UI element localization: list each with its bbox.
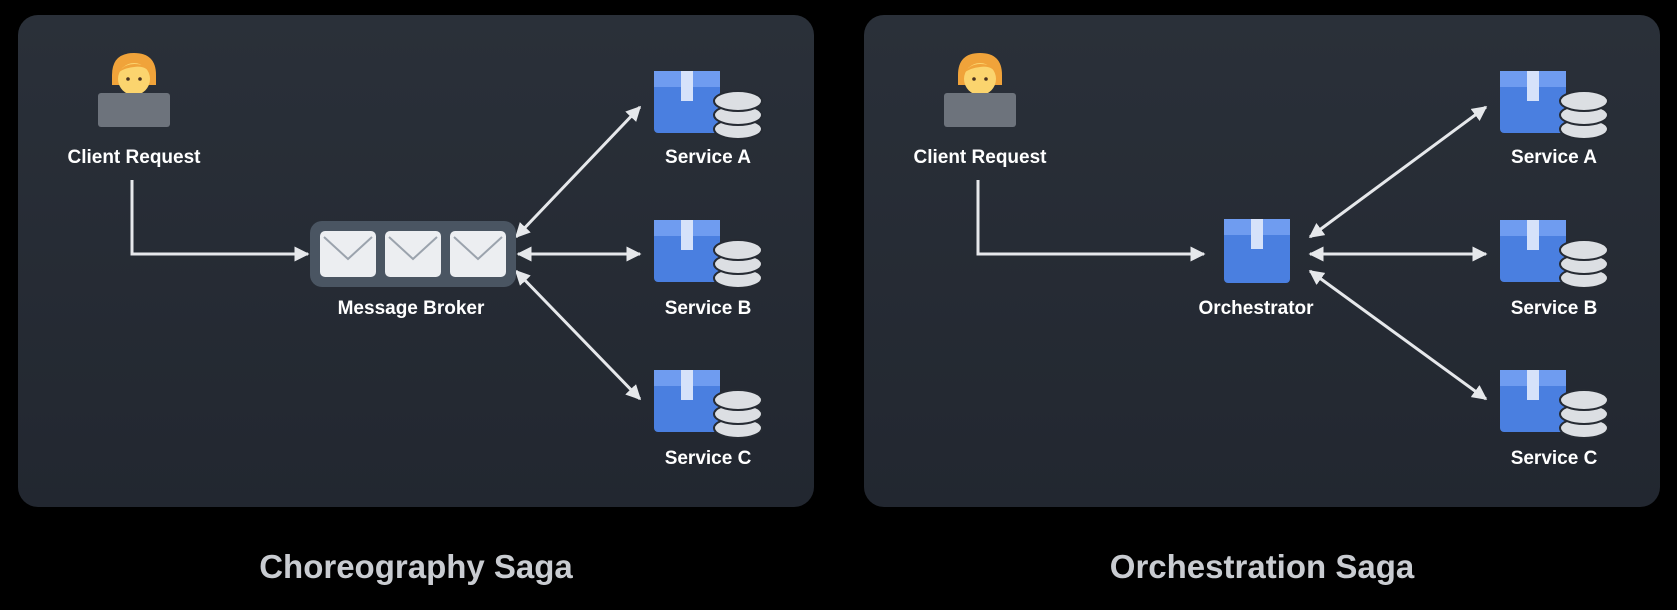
client-request-label: Client Request	[67, 147, 201, 168]
message-broker	[310, 221, 516, 287]
service-c-box-database-icon	[1498, 368, 1610, 440]
service-a-box-database-icon	[652, 69, 764, 141]
service-b-label: Service B	[664, 298, 752, 319]
service-b-box-database-icon	[652, 218, 764, 290]
envelope-icon	[450, 231, 506, 277]
orchestration-arrows	[976, 105, 1488, 401]
client-person-laptop-icon	[942, 51, 1018, 129]
orchestration-saga-caption: Orchestration Saga	[1109, 548, 1415, 585]
envelope-icon	[385, 231, 441, 277]
service-a-label: Service A	[665, 147, 751, 168]
broker-service-a-arrow	[514, 105, 642, 239]
client-request-label: Client Request	[913, 147, 1047, 168]
orchestrator-label: Orchestrator	[1198, 298, 1314, 319]
service-a-box-database-icon	[1498, 69, 1610, 141]
broker-service-c-arrow	[514, 269, 642, 401]
service-b-label: Service B	[1510, 298, 1598, 319]
orchestrator-service-c-arrow	[1308, 269, 1488, 401]
client-to-orchestrator-arrow	[976, 180, 1206, 262]
service-a-label: Service A	[1511, 147, 1597, 168]
choreography-saga-caption: Choreography Saga	[259, 548, 573, 585]
service-c-label: Service C	[664, 448, 752, 469]
client-to-broker-arrow	[130, 180, 310, 262]
choreography-arrows	[130, 105, 642, 401]
orchestrator-service-a-arrow	[1308, 105, 1488, 239]
service-b-box-database-icon	[1498, 218, 1610, 290]
orchestration-panel: Client Request Orchestrator Service A	[864, 15, 1660, 507]
client-person-laptop-icon	[96, 51, 172, 129]
message-broker-label: Message Broker	[337, 298, 485, 319]
service-c-label: Service C	[1510, 448, 1598, 469]
envelope-icon	[320, 231, 376, 277]
choreography-panel: Client Request Message Broker Ser	[18, 15, 814, 507]
orchestrator-box-icon	[1222, 217, 1292, 285]
service-c-box-database-icon	[652, 368, 764, 440]
